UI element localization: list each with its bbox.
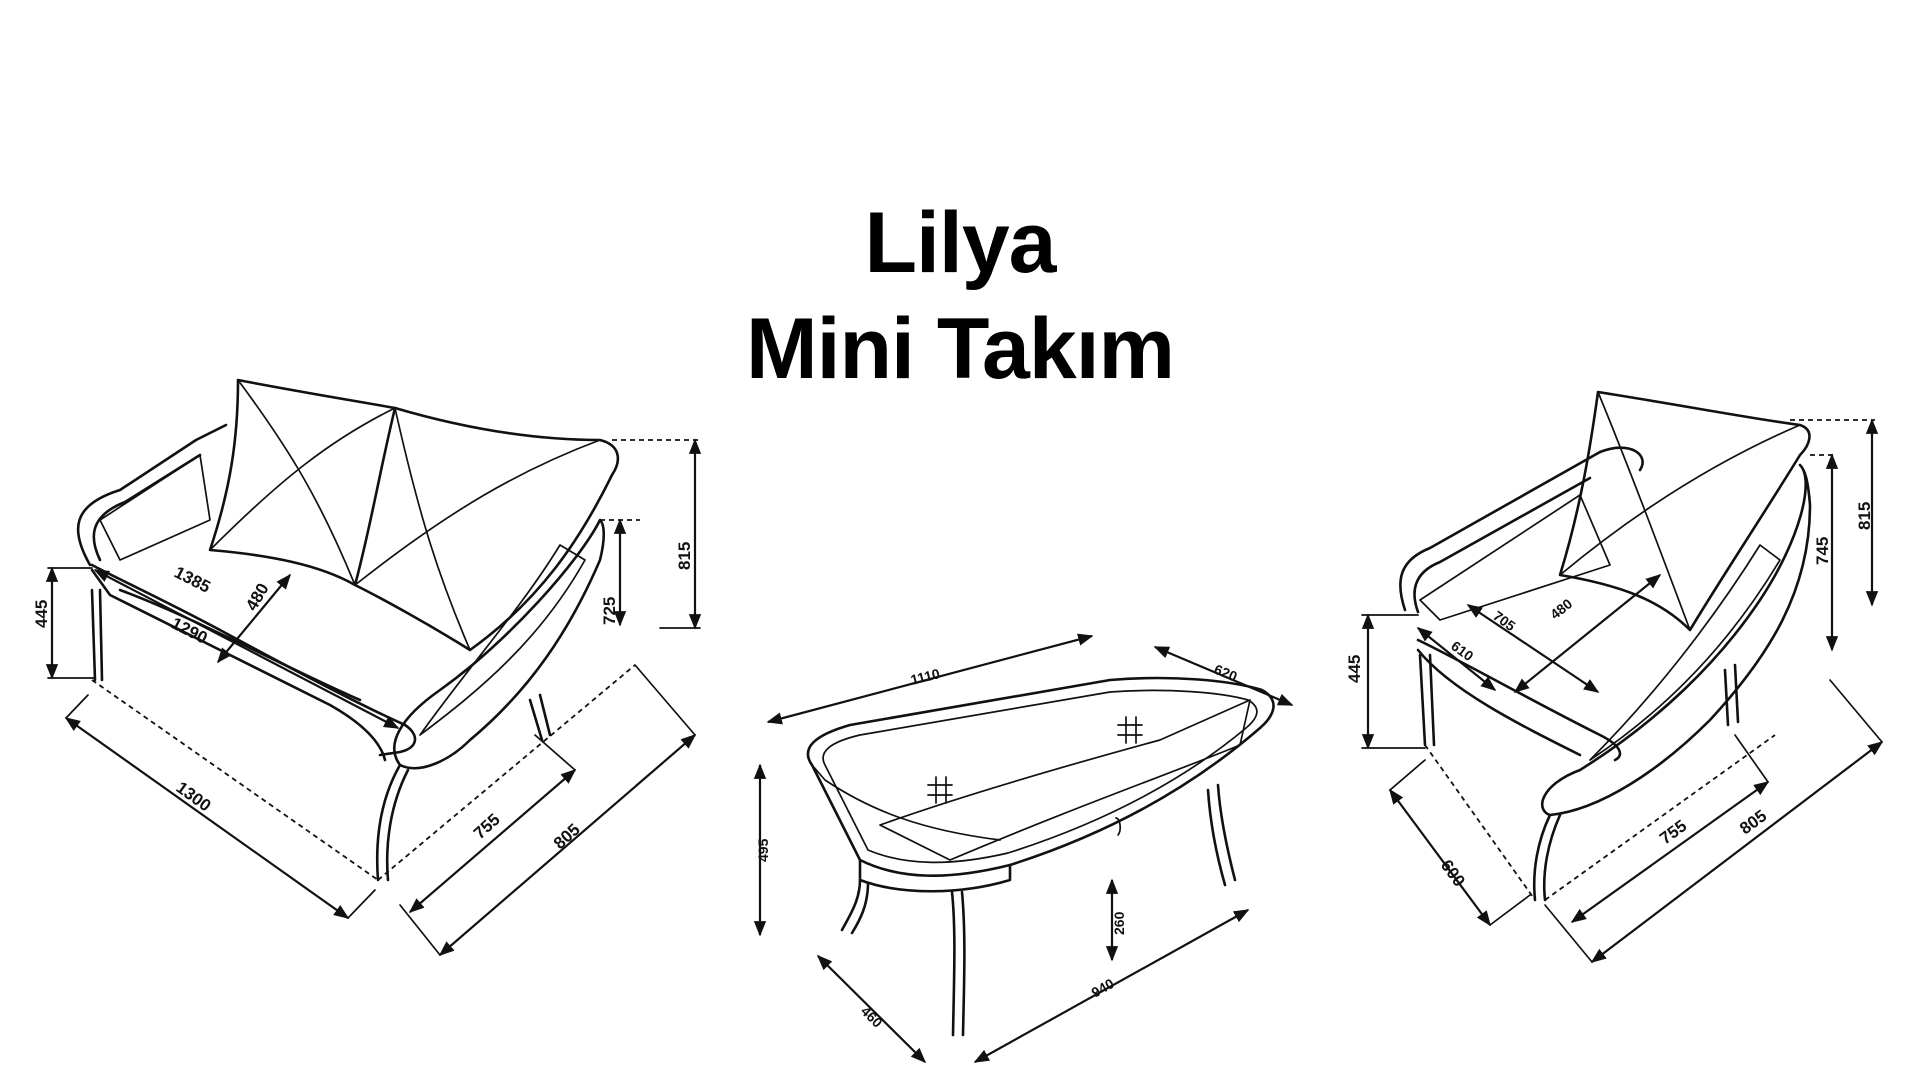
sofa-dim-overall-height: 815 bbox=[675, 542, 694, 570]
sofa-dim-depth-outer: 805 bbox=[550, 820, 584, 853]
armchair-dim-seat-width: 705 bbox=[1490, 607, 1518, 634]
title-line-2: Mini Takım bbox=[745, 301, 1175, 397]
sofa-dim-arm-height: 725 bbox=[600, 597, 619, 625]
table-dimensions: 1110 620 495 260 460 940 bbox=[753, 633, 1294, 1064]
armchair-dim-back-height: 745 bbox=[1813, 537, 1832, 565]
armchair-drawing bbox=[1399, 390, 1875, 902]
table-dim-leg-depth: 460 bbox=[858, 1003, 886, 1031]
armchair-dim-seat-height: 445 bbox=[1345, 655, 1364, 683]
sofa-dim-back-width: 1385 bbox=[171, 563, 213, 597]
table-dim-length: 1110 bbox=[909, 665, 942, 688]
table-drawing bbox=[806, 676, 1275, 1037]
table-dim-shelf-height: 260 bbox=[1111, 911, 1127, 935]
armchair-dim-depth-inner: 755 bbox=[1656, 816, 1690, 848]
sofa-dim-width: 1300 bbox=[173, 778, 215, 816]
sofa-dimensions: 815 725 445 1385 1290 480 1300 755 805 bbox=[32, 438, 702, 957]
table-dim-height: 495 bbox=[755, 838, 771, 862]
armchair-dim-seat-depth: 480 bbox=[1547, 595, 1575, 622]
armchair-dim-seat-depth-diag: 610 bbox=[1448, 637, 1476, 664]
sofa-dim-seat-depth: 480 bbox=[242, 580, 273, 614]
sofa-dim-depth-inner: 755 bbox=[470, 810, 504, 843]
armchair-dim-overall-height: 815 bbox=[1855, 502, 1874, 530]
armchair-dim-depth-outer: 805 bbox=[1736, 806, 1770, 838]
sofa-dim-seat-height: 445 bbox=[32, 600, 51, 628]
armchair-dimensions: 815 745 445 705 610 480 600 755 805 bbox=[1345, 418, 1884, 963]
title-line-1: Lilya bbox=[864, 195, 1057, 291]
